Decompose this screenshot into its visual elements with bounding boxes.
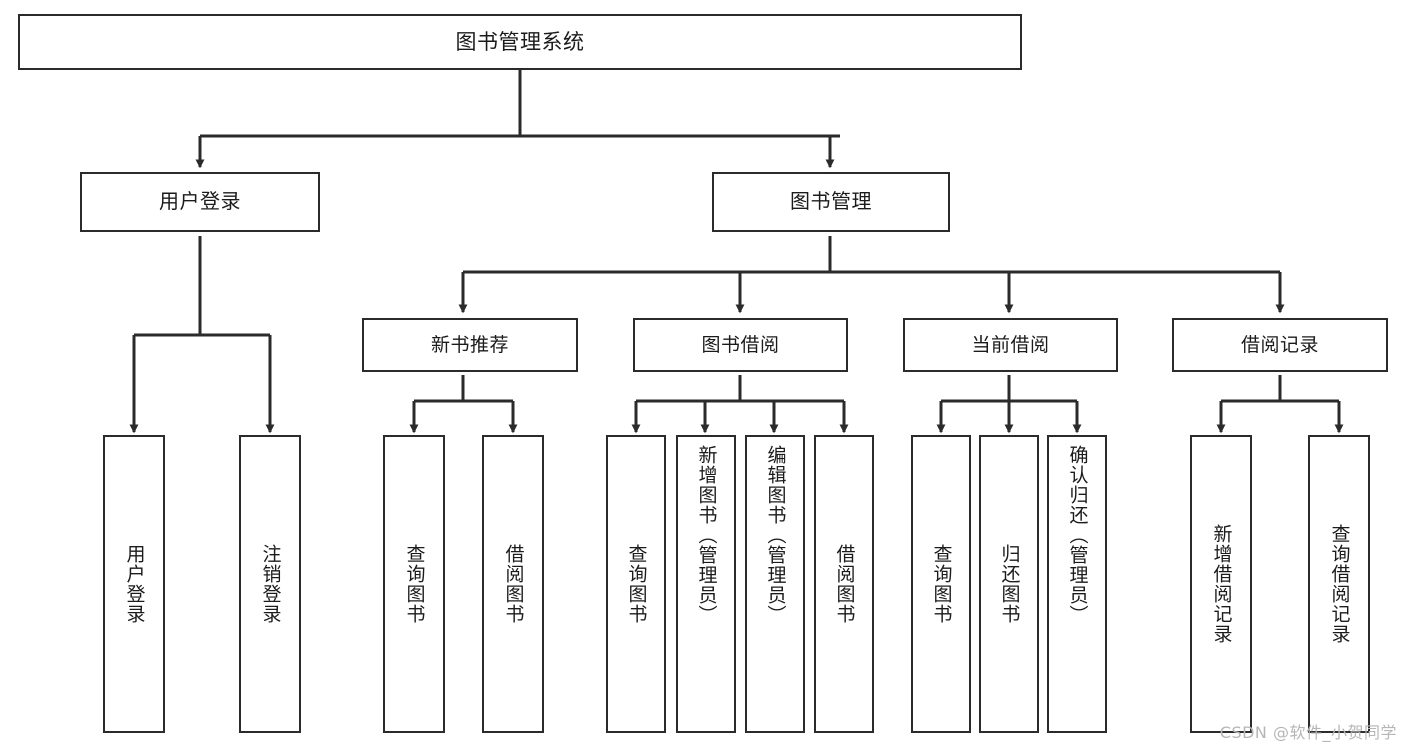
node-leaf-add-book[interactable]: 新增图书（管理员） bbox=[676, 435, 736, 733]
node-label: 图书管理系统 bbox=[455, 29, 585, 54]
node-leaf-add-borrow-record[interactable]: 新增借阅记录 bbox=[1190, 435, 1252, 733]
node-leaf-user-login[interactable]: 用户登录 bbox=[103, 435, 165, 733]
node-current-borrow[interactable]: 当前借阅 bbox=[903, 318, 1118, 372]
node-leaf-logout[interactable]: 注销登录 bbox=[239, 435, 301, 733]
node-label: 用户登录 bbox=[159, 189, 241, 214]
node-leaf-query-book-recommend[interactable]: 查询图书 bbox=[383, 435, 445, 733]
node-label: 图书管理 bbox=[790, 189, 872, 214]
node-label: 注销登录 bbox=[259, 544, 282, 624]
node-label: 图书借阅 bbox=[701, 333, 780, 356]
node-leaf-query-book-borrow[interactable]: 查询图书 bbox=[606, 435, 666, 733]
node-label: 查询图书 bbox=[930, 544, 953, 624]
node-label: 新增图书（管理员） bbox=[695, 445, 718, 625]
node-leaf-borrow-book[interactable]: 借阅图书 bbox=[814, 435, 874, 733]
node-label: 查询图书 bbox=[403, 544, 426, 624]
node-label: 编辑图书（管理员） bbox=[764, 445, 787, 625]
node-label: 借阅记录 bbox=[1240, 333, 1319, 356]
node-user-login[interactable]: 用户登录 bbox=[80, 172, 320, 232]
csdn-watermark: CSDN @软件_小贺同学 bbox=[1219, 723, 1397, 742]
node-book-management[interactable]: 图书管理 bbox=[712, 172, 950, 232]
node-book-borrow[interactable]: 图书借阅 bbox=[633, 318, 848, 372]
node-label: 用户登录 bbox=[123, 544, 146, 624]
node-leaf-query-book-current[interactable]: 查询图书 bbox=[911, 435, 971, 733]
node-label: 借阅图书 bbox=[502, 544, 525, 624]
node-label: 查询图书 bbox=[625, 544, 648, 624]
node-leaf-borrow-book-recommend[interactable]: 借阅图书 bbox=[482, 435, 544, 733]
node-label: 查询借阅记录 bbox=[1328, 524, 1351, 644]
node-label: 当前借阅 bbox=[971, 333, 1050, 356]
node-label: 确认归还（管理员） bbox=[1066, 445, 1089, 625]
node-label: 新书推荐 bbox=[430, 333, 509, 356]
node-borrow-record[interactable]: 借阅记录 bbox=[1172, 318, 1388, 372]
node-label: 新增借阅记录 bbox=[1210, 524, 1233, 644]
node-leaf-edit-book[interactable]: 编辑图书（管理员） bbox=[745, 435, 805, 733]
node-leaf-confirm-return[interactable]: 确认归还（管理员） bbox=[1047, 435, 1107, 733]
node-root-book-management-system[interactable]: 图书管理系统 bbox=[18, 14, 1022, 70]
node-new-book-recommend[interactable]: 新书推荐 bbox=[362, 318, 578, 372]
node-label: 归还图书 bbox=[998, 544, 1021, 624]
node-leaf-return-book[interactable]: 归还图书 bbox=[979, 435, 1039, 733]
node-label: 借阅图书 bbox=[833, 544, 856, 624]
node-leaf-query-borrow-record[interactable]: 查询借阅记录 bbox=[1308, 435, 1370, 733]
